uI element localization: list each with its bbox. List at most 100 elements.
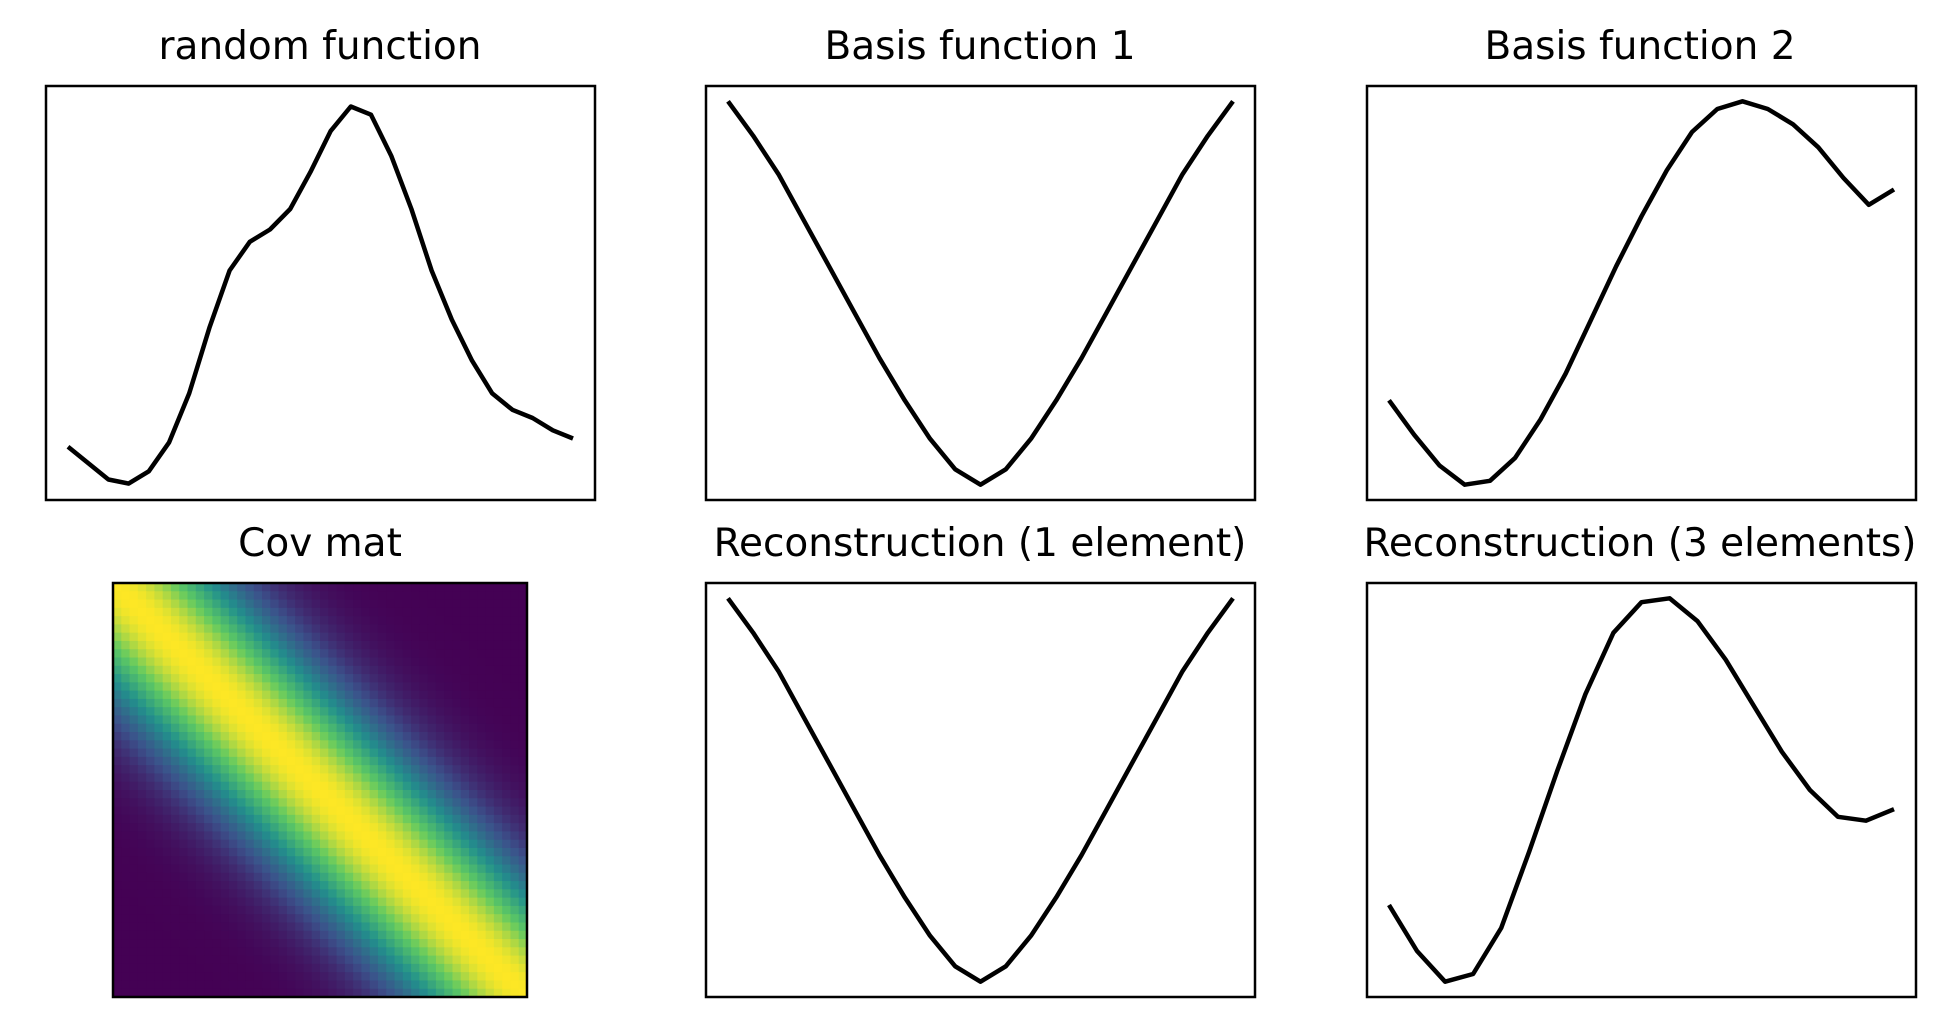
heatmap-cell bbox=[377, 640, 387, 650]
heatmap-cell bbox=[353, 897, 362, 907]
heatmap-cell bbox=[220, 839, 230, 849]
heatmap-cell bbox=[253, 698, 263, 708]
heatmap-cell bbox=[411, 939, 420, 948]
heatmap-cell bbox=[278, 698, 288, 708]
heatmap-cell bbox=[353, 640, 362, 650]
heatmap-cell bbox=[394, 798, 404, 808]
heatmap-cell bbox=[402, 856, 412, 866]
heatmap-cell bbox=[435, 748, 445, 758]
heatmap-cell bbox=[253, 732, 263, 741]
heatmap-cell bbox=[311, 947, 321, 957]
heatmap-cell bbox=[402, 649, 412, 659]
heatmap-cell bbox=[278, 765, 288, 775]
heatmap-cell bbox=[502, 698, 512, 708]
heatmap-cell bbox=[195, 583, 205, 592]
heatmap-cell bbox=[477, 823, 487, 832]
heatmap-cell bbox=[245, 707, 255, 717]
heatmap-cell bbox=[220, 947, 230, 957]
heatmap-cell bbox=[195, 599, 205, 609]
heatmap-cell bbox=[427, 814, 437, 824]
heatmap-cell bbox=[212, 632, 222, 642]
heatmap-cell bbox=[262, 640, 271, 650]
heatmap-cell bbox=[220, 847, 230, 857]
heatmap-cell bbox=[394, 881, 404, 890]
heatmap-cell bbox=[320, 756, 329, 766]
heatmap-cell bbox=[477, 889, 487, 899]
heatmap-cell bbox=[237, 640, 247, 650]
heatmap-cell bbox=[502, 872, 512, 882]
heatmap-cell bbox=[444, 682, 454, 692]
heatmap-cell bbox=[386, 723, 396, 733]
heatmap-cell bbox=[427, 583, 437, 592]
heatmap-cell bbox=[162, 798, 172, 808]
heatmap-cell bbox=[377, 847, 387, 857]
heatmap-cell bbox=[195, 930, 205, 940]
heatmap-cell bbox=[113, 732, 122, 741]
heatmap-cell bbox=[336, 698, 346, 708]
heatmap-cell bbox=[369, 773, 379, 783]
heatmap-cell bbox=[444, 591, 454, 601]
heatmap-cell bbox=[477, 798, 487, 808]
heatmap-cell bbox=[444, 839, 454, 849]
heatmap-cell bbox=[154, 814, 164, 824]
heatmap-cell bbox=[502, 947, 512, 957]
heatmap-cell bbox=[262, 963, 271, 973]
heatmap-cell bbox=[369, 723, 379, 733]
heatmap-cell bbox=[469, 798, 478, 808]
heatmap-cell bbox=[204, 607, 213, 617]
heatmap-cell bbox=[435, 881, 445, 890]
heatmap-cell bbox=[328, 649, 338, 659]
heatmap-cell bbox=[452, 930, 462, 940]
heatmap-cell bbox=[518, 914, 528, 924]
heatmap-cell bbox=[386, 939, 396, 948]
heatmap-cell bbox=[452, 939, 462, 948]
heatmap-cell bbox=[394, 839, 404, 849]
heatmap-cell bbox=[278, 905, 288, 915]
heatmap-cell bbox=[187, 748, 197, 758]
heatmap-cell bbox=[452, 881, 462, 890]
heatmap-cell bbox=[328, 732, 338, 741]
heatmap-cell bbox=[402, 831, 412, 841]
heatmap-cell bbox=[493, 905, 503, 915]
heatmap-cell bbox=[402, 980, 412, 990]
heatmap-cell bbox=[179, 690, 189, 700]
heatmap-cell bbox=[195, 947, 205, 957]
heatmap-cell bbox=[146, 748, 155, 758]
heatmap-cell bbox=[311, 955, 321, 965]
heatmap-cell bbox=[311, 665, 321, 675]
heatmap-cell bbox=[353, 872, 362, 882]
heatmap-cell bbox=[245, 632, 255, 642]
heatmap-cell bbox=[344, 616, 354, 625]
heatmap-cell bbox=[344, 624, 354, 634]
heatmap-cell bbox=[311, 640, 321, 650]
heatmap-cell bbox=[187, 591, 197, 601]
heatmap-cell bbox=[220, 988, 230, 998]
heatmap-cell bbox=[402, 682, 412, 692]
heatmap-cell bbox=[485, 947, 495, 957]
heatmap-cell bbox=[179, 674, 189, 683]
heatmap-cell bbox=[328, 905, 338, 915]
heatmap-cell bbox=[170, 963, 180, 973]
heatmap-cell bbox=[419, 649, 429, 659]
heatmap-cell bbox=[303, 972, 313, 982]
heatmap-cell bbox=[493, 599, 503, 609]
heatmap-cell bbox=[137, 856, 147, 866]
heatmap-cell bbox=[245, 955, 255, 965]
heatmap-cell bbox=[253, 988, 263, 998]
heatmap-cell bbox=[402, 988, 412, 998]
heatmap-cell bbox=[311, 690, 321, 700]
heatmap-cell bbox=[195, 889, 205, 899]
heatmap-cell bbox=[278, 814, 288, 824]
heatmap-cell bbox=[320, 988, 329, 998]
heatmap-cell bbox=[170, 823, 180, 832]
heatmap-cell bbox=[162, 790, 172, 799]
heatmap-cell bbox=[295, 914, 305, 924]
heatmap-cell bbox=[402, 765, 412, 775]
heatmap-cell bbox=[278, 649, 288, 659]
heatmap-cell bbox=[220, 814, 230, 824]
heatmap-cell bbox=[344, 773, 354, 783]
heatmap-cell bbox=[162, 806, 172, 816]
heatmap-cell bbox=[179, 624, 189, 634]
heatmap-cell bbox=[113, 864, 122, 874]
heatmap-cell bbox=[170, 715, 180, 725]
